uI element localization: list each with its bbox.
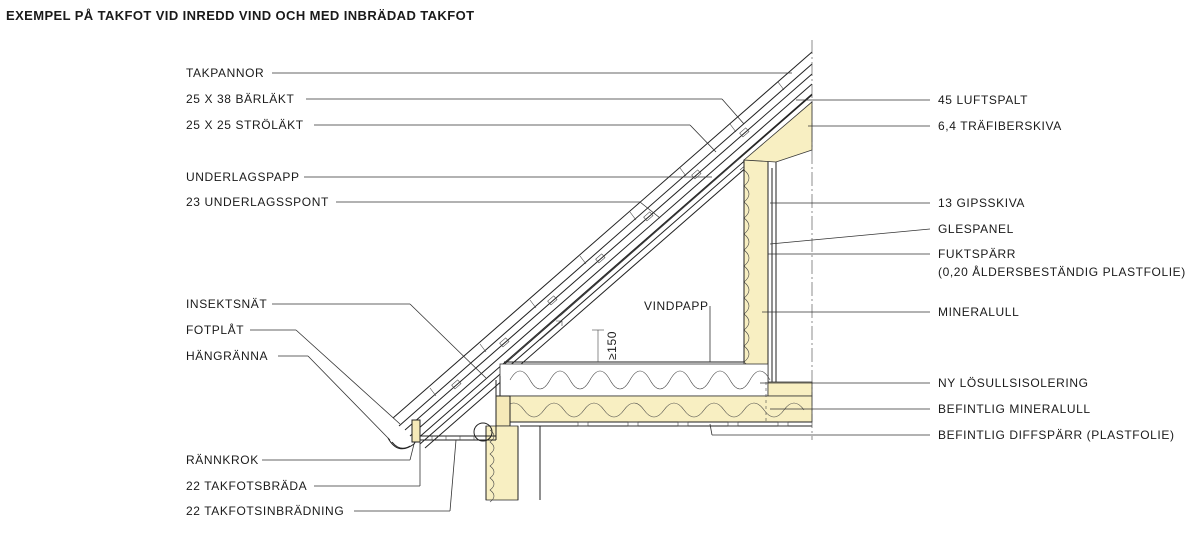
label-fuktsparr-detail: (0,20 ÅLDERSBESTÄNDIG PLASTFOLIE) (938, 264, 1186, 279)
label-befintlig-diffsparr: BEFINTLIG DIFFSPÄRR (PLASTFOLIE) (938, 428, 1175, 442)
batten-marks (451, 127, 750, 390)
eave-detail (387, 376, 501, 450)
diagram-title: EXEMPEL PÅ TAKFOT VID INREDD VIND OCH ME… (6, 8, 475, 23)
label-befintlig-mineralull: BEFINTLIG MINERALULL (938, 402, 1091, 416)
label-takfotsinbradning: 22 TAKFOTSINBRÄDNING (186, 504, 344, 518)
dimension-mark (592, 329, 604, 362)
labels-right: 45 LUFTSPALT 6,4 TRÄFIBERSKIVA 13 GIPSSK… (938, 93, 1186, 442)
roof-layers (392, 51, 813, 449)
label-hangranna: HÄNGRÄNNA (186, 349, 268, 363)
label-glespanel: GLESPANEL (938, 222, 1014, 236)
label-barlakt: 25 X 38 BÄRLÄKT (186, 92, 294, 106)
label-fotplat: FOTPLÅT (186, 322, 244, 337)
leader-lines-left (250, 72, 792, 512)
dimension-label: ≥150 (605, 331, 619, 360)
label-insektsnat: INSEKTSNÄT (186, 297, 267, 311)
label-gipsskiva: 13 GIPSSKIVA (938, 196, 1025, 210)
label-rannkrok: RÄNNKROK (186, 453, 259, 467)
label-fuktsparr: FUKTSPÄRR (938, 247, 1016, 261)
leader-lines-right (709, 99, 931, 436)
label-strolakt: 25 X 25 STRÖLÄKT (186, 118, 304, 132)
attic-floor (495, 361, 813, 427)
label-mineralull: MINERALULL (938, 305, 1019, 319)
label-underlagspapp: UNDERLAGSPAPP (186, 170, 300, 184)
label-luftspalt: 45 LUFTSPALT (938, 93, 1028, 107)
exterior-wall (485, 395, 541, 503)
label-underlagsspont: 23 UNDERLAGSSPONT (186, 195, 329, 209)
labels-left: TAKPANNOR 25 X 38 BÄRLÄKT 25 X 25 STRÖLÄ… (186, 66, 344, 518)
knee-wall (742, 101, 813, 383)
label-takfotsbrada: 22 TAKFOTSBRÄDA (186, 479, 307, 493)
label-trafiberskiva: 6,4 TRÄFIBERSKIVA (938, 119, 1062, 133)
label-vindpapp: VINDPAPP (644, 299, 709, 313)
label-takpannor: TAKPANNOR (186, 66, 264, 80)
label-ny-losull: NY LÖSULLSISOLERING (938, 376, 1089, 390)
